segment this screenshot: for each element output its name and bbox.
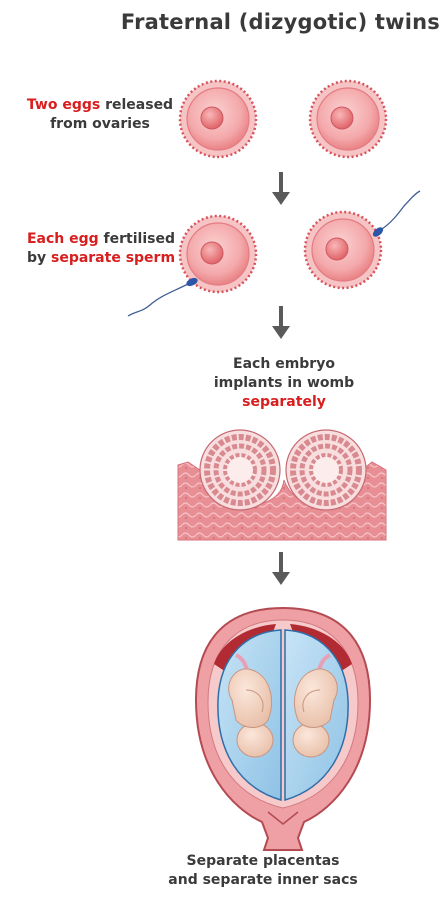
embryo-icon <box>286 430 366 510</box>
step-4-text-b: and separate inner sacs <box>168 872 357 888</box>
step-2-text-a: fertilised <box>99 231 175 247</box>
uterus-icon <box>196 608 370 850</box>
step-3-text-b: implants in womb <box>214 375 354 391</box>
step-2-label: Each egg fertilised by separate sperm <box>16 230 186 268</box>
step-3-highlight: separately <box>242 394 326 410</box>
step-2-highlight: Each egg <box>27 231 99 247</box>
down-arrow-icon <box>272 552 290 585</box>
embryo-icon <box>200 430 280 510</box>
down-arrow-icon <box>272 172 290 205</box>
step-4-text-a: Separate placentas <box>187 853 340 869</box>
egg-icon <box>180 81 256 157</box>
step-2-text-b: by <box>27 250 51 266</box>
step-3-label: Each embryo implants in womb separately <box>204 355 364 412</box>
step-4-label: Separate placentas and separate inner sa… <box>168 852 358 890</box>
step-3-text-a: Each embryo <box>233 356 335 372</box>
step-2-highlight-b: separate sperm <box>51 250 175 266</box>
sperm-icon <box>371 191 420 239</box>
implantation-illustration <box>178 430 386 540</box>
egg-icon <box>310 81 386 157</box>
sperm-icon <box>128 276 199 316</box>
down-arrow-icon <box>272 306 290 339</box>
egg-icon <box>305 212 381 288</box>
